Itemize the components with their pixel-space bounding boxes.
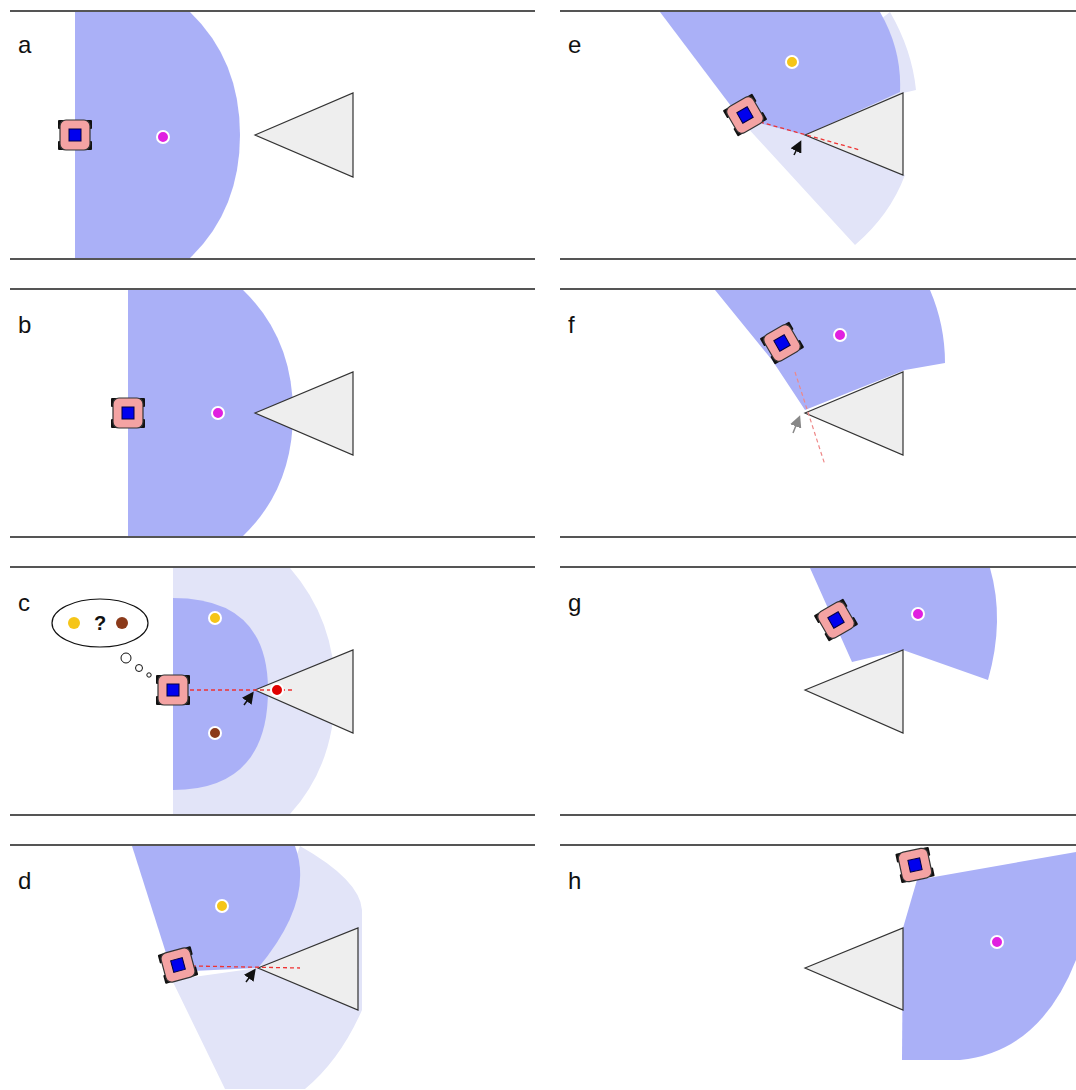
panel-letter: e: [568, 33, 581, 57]
panel-letter: c: [18, 591, 30, 615]
bubble-text: ?: [94, 613, 106, 633]
panel-letter: a: [18, 33, 31, 57]
panel-letter: d: [18, 869, 31, 893]
panel-letter: f: [568, 313, 575, 337]
thought-bubble: ?: [51, 598, 149, 648]
panel-letter: h: [568, 869, 581, 893]
panel-letter: g: [568, 591, 581, 615]
panel-letter: b: [18, 313, 31, 337]
